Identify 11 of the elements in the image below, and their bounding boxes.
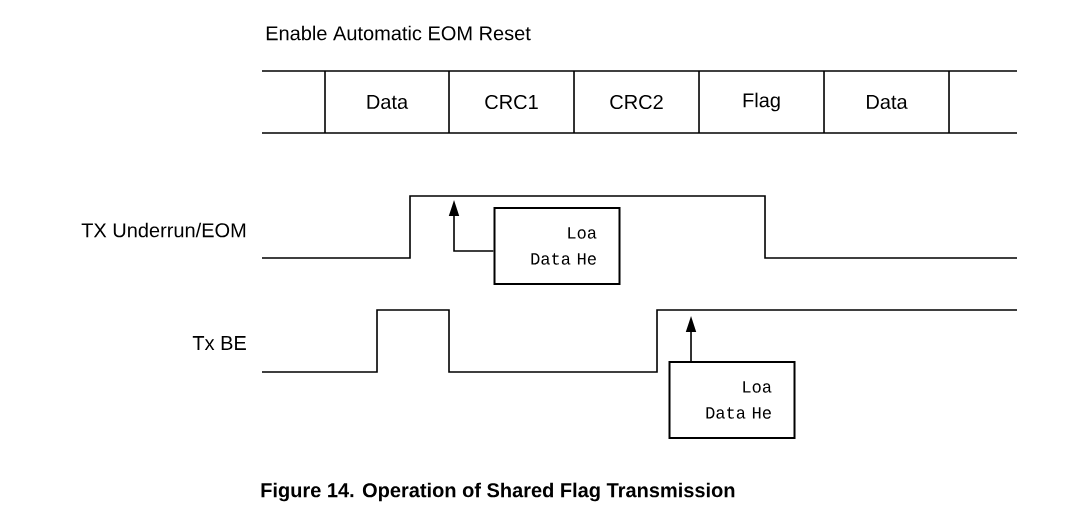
field-label: Data xyxy=(867,95,908,109)
field-label: Data xyxy=(367,95,409,109)
field-label: CRC1 xyxy=(485,94,538,110)
field-label: CRC2 xyxy=(610,94,663,110)
callout-box: Loa Data He xyxy=(668,361,796,439)
callout-box: Loa Data He xyxy=(493,207,621,285)
signal-name: TX Underrun/EOM xyxy=(81,222,246,238)
signal-name: Tx BE xyxy=(192,336,246,350)
figure-caption: Figure 14. Operation of Shared Flag Transmission xyxy=(261,482,735,502)
field-label: Flag xyxy=(743,92,780,112)
title-text: Enable Automatic EOM Reset xyxy=(266,25,531,41)
